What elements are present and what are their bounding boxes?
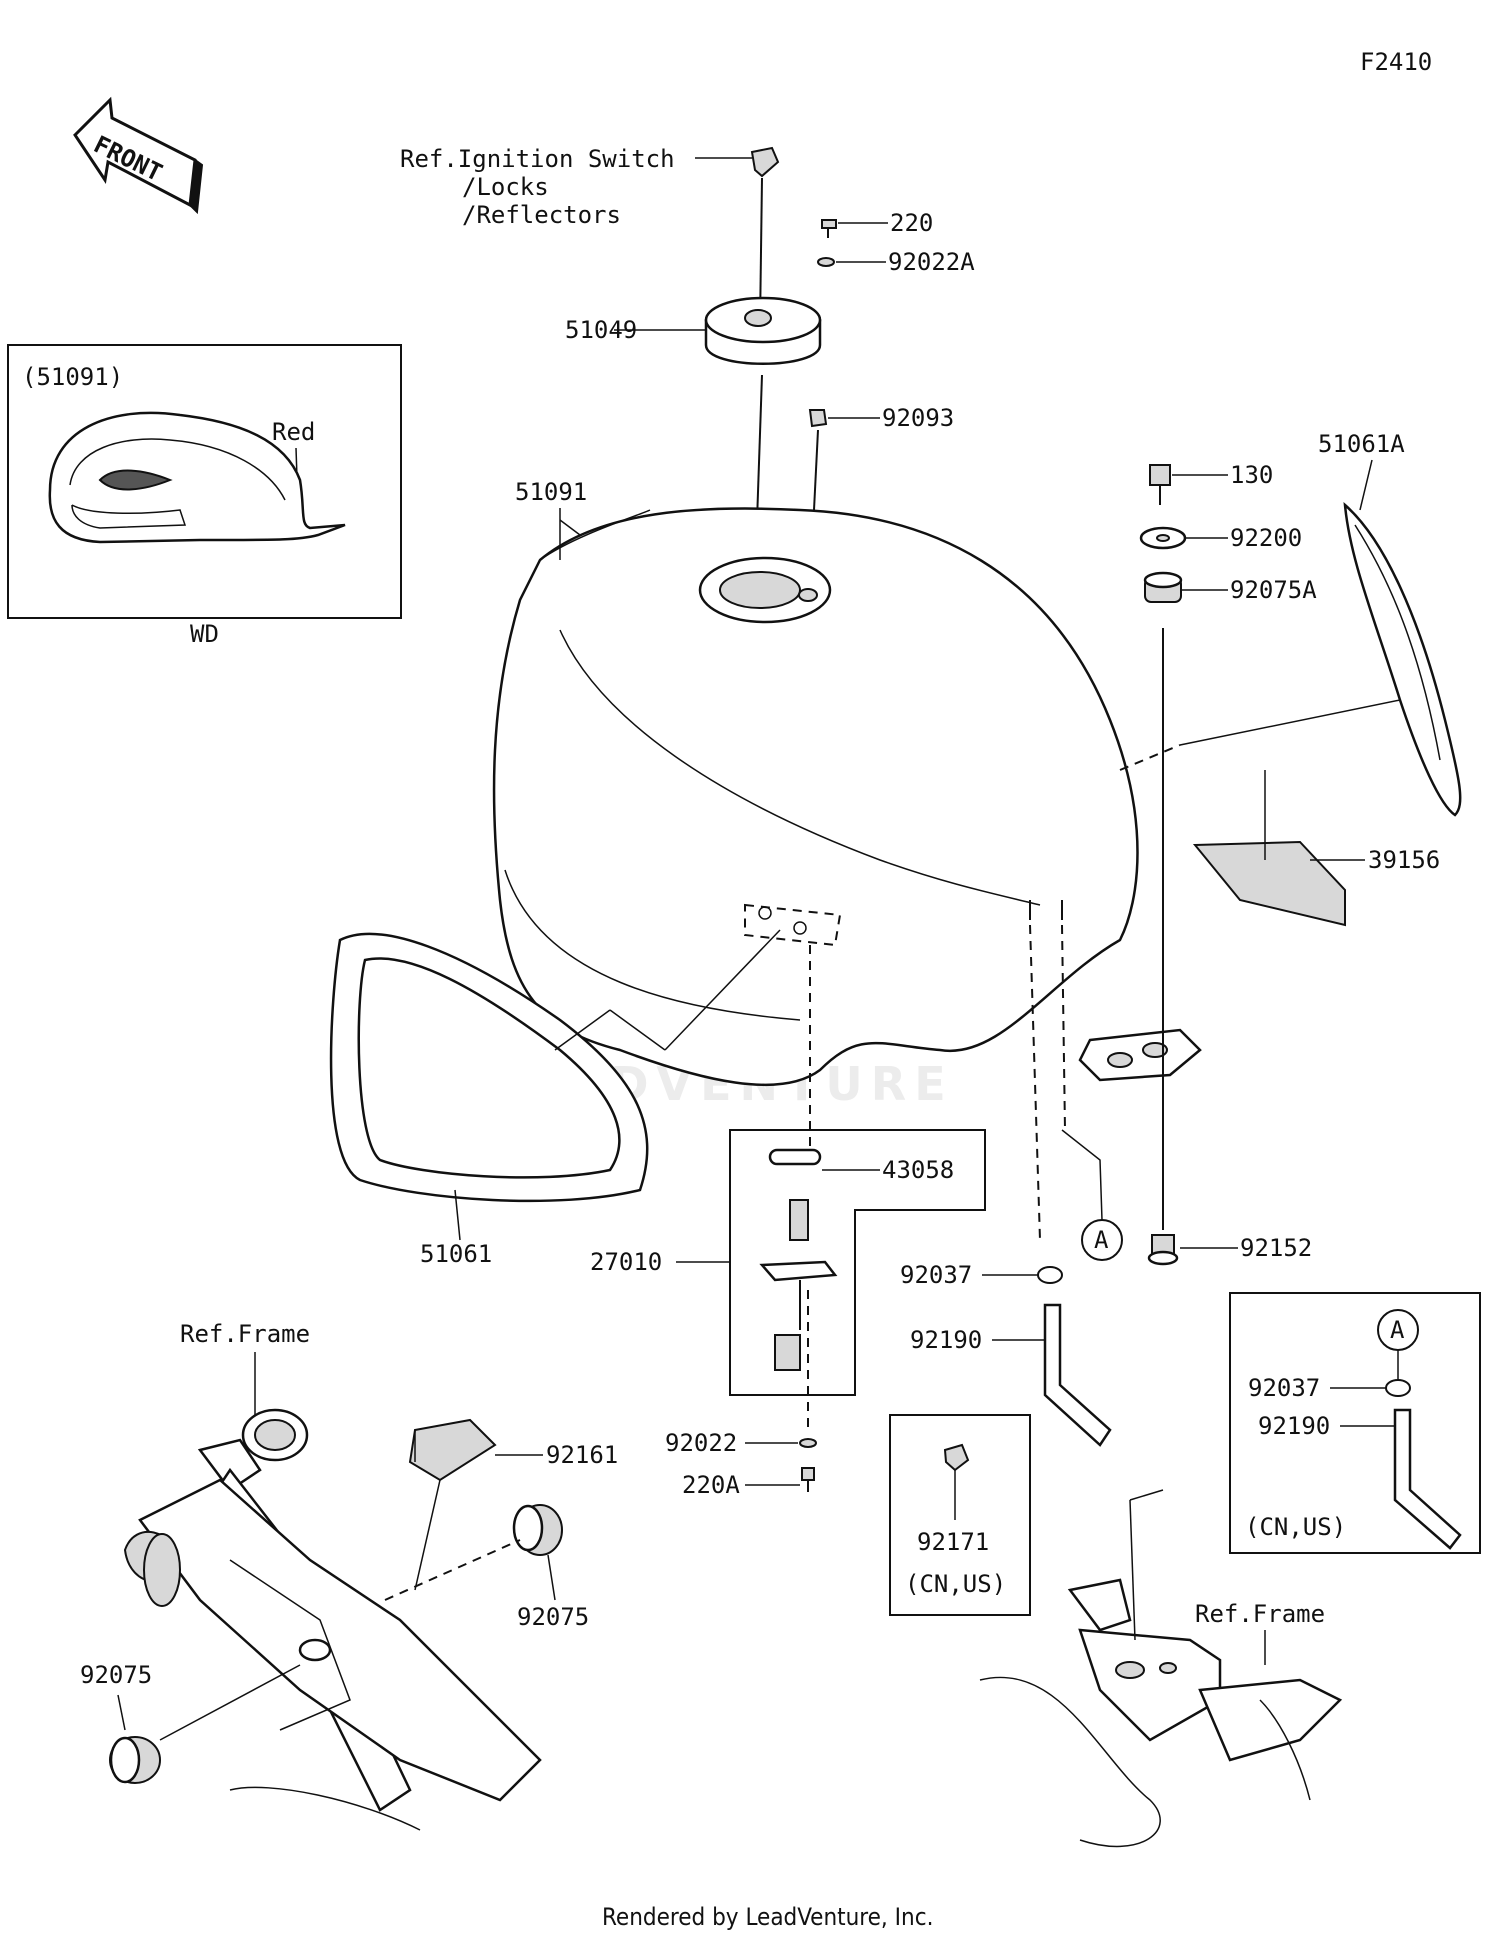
inset-92171: 92171 (CN,US) <box>889 1414 1031 1616</box>
inset-wd-color-label: Red <box>272 418 315 446</box>
inset-wd-ref: (51091) <box>22 363 123 391</box>
grommet-92075-right: 92075 <box>384 1504 589 1631</box>
label-92037: 92037 <box>900 1261 972 1289</box>
label-92093: 92093 <box>882 404 954 432</box>
washer-92022A: 92022A <box>817 248 975 276</box>
ref-ignition-line2: /Locks <box>462 173 549 201</box>
footer-credit: Rendered by LeadVenture, Inc. <box>602 1903 933 1931</box>
sheet-39156: 39156 <box>1192 770 1440 927</box>
label-43058: 43058 <box>882 1156 954 1184</box>
inset-a: A 92037 92190 (CN,US) <box>1229 1292 1481 1554</box>
ref-ignition-group: Ref.Ignition Switch /Locks /Reflectors <box>400 145 780 326</box>
washer-92022: 92022 <box>665 1429 817 1457</box>
inset-a-marker: A <box>1390 1316 1405 1344</box>
collar-92152: 92152 <box>1147 1234 1312 1266</box>
marker-a: A <box>1061 1129 1123 1261</box>
fuel-tank-51091: 51091 <box>492 478 1202 1241</box>
fuel-pump-assembly: 43058 27010 <box>590 945 986 1430</box>
label-39156: 39156 <box>1368 846 1440 874</box>
label-51061A: 51061A <box>1318 430 1405 458</box>
key-cylinder-icon <box>750 146 780 178</box>
label-92075A: 92075A <box>1230 576 1317 604</box>
bolt-130: 130 <box>1149 461 1273 505</box>
inset-wd: (51091) Red WD <box>7 344 402 648</box>
label-92161: 92161 <box>546 1441 618 1469</box>
label-130: 130 <box>1230 461 1273 489</box>
emblem-icon <box>98 469 173 491</box>
label-92022A: 92022A <box>888 248 975 276</box>
grommet-92075-left: 92075 <box>80 1661 301 1784</box>
filler-cap-51049: 51049 <box>565 296 822 581</box>
inset-a-part1: 92037 <box>1248 1374 1320 1402</box>
label-51091: 51091 <box>515 478 587 506</box>
marker-a-label: A <box>1094 1226 1109 1254</box>
label-92022: 92022 <box>665 1429 737 1457</box>
ref-ignition-line3: /Reflectors <box>462 201 621 229</box>
nut-92093: 92093 <box>808 404 954 591</box>
label-92200: 92200 <box>1230 524 1302 552</box>
inset-a-note: (CN,US) <box>1245 1513 1346 1541</box>
frame-left: Ref.Frame <box>123 1320 542 1831</box>
grommet-92075A: 92075A <box>1143 571 1317 1230</box>
tank-side-icon <box>48 411 346 544</box>
label-92190: 92190 <box>910 1326 982 1354</box>
knee-pad-51061: 51061 <box>329 929 781 1268</box>
label-220: 220 <box>890 209 933 237</box>
hose-92190: 92190 <box>910 1303 1112 1447</box>
bolt-220A: 220A <box>682 1467 815 1499</box>
washer-92200: 92200 <box>1139 524 1302 552</box>
inset-wd-caption: WD <box>190 620 219 648</box>
diagram-code: F2410 <box>1360 48 1432 76</box>
ref-ignition-line1: Ref.Ignition Switch <box>400 145 675 173</box>
label-92075-left: 92075 <box>80 1661 152 1689</box>
label-92152: 92152 <box>1240 1234 1312 1262</box>
front-arrow-icon: FRONT <box>73 96 204 215</box>
frame-right: Ref.Frame <box>979 1489 1343 1848</box>
label-92075-right: 92075 <box>517 1603 589 1631</box>
inset-a-part2: 92190 <box>1258 1412 1330 1440</box>
bolt-220: 220 <box>821 209 933 238</box>
ref-frame-right-label: Ref.Frame <box>1195 1600 1325 1628</box>
label-51049: 51049 <box>565 316 637 344</box>
pad-92161: 92161 <box>408 1418 618 1591</box>
ref-frame-left-label: Ref.Frame <box>180 1320 310 1348</box>
clip-92171-icon <box>943 1443 970 1472</box>
clip-92037: 92037 <box>900 1261 1063 1289</box>
inset-92171-part: 92171 <box>917 1528 989 1556</box>
label-220A: 220A <box>682 1471 740 1499</box>
knee-pad-51061A: 51061A <box>1119 430 1462 817</box>
label-27010: 27010 <box>590 1248 662 1276</box>
inset-92171-note: (CN,US) <box>905 1570 1006 1598</box>
label-51061: 51061 <box>420 1240 492 1268</box>
